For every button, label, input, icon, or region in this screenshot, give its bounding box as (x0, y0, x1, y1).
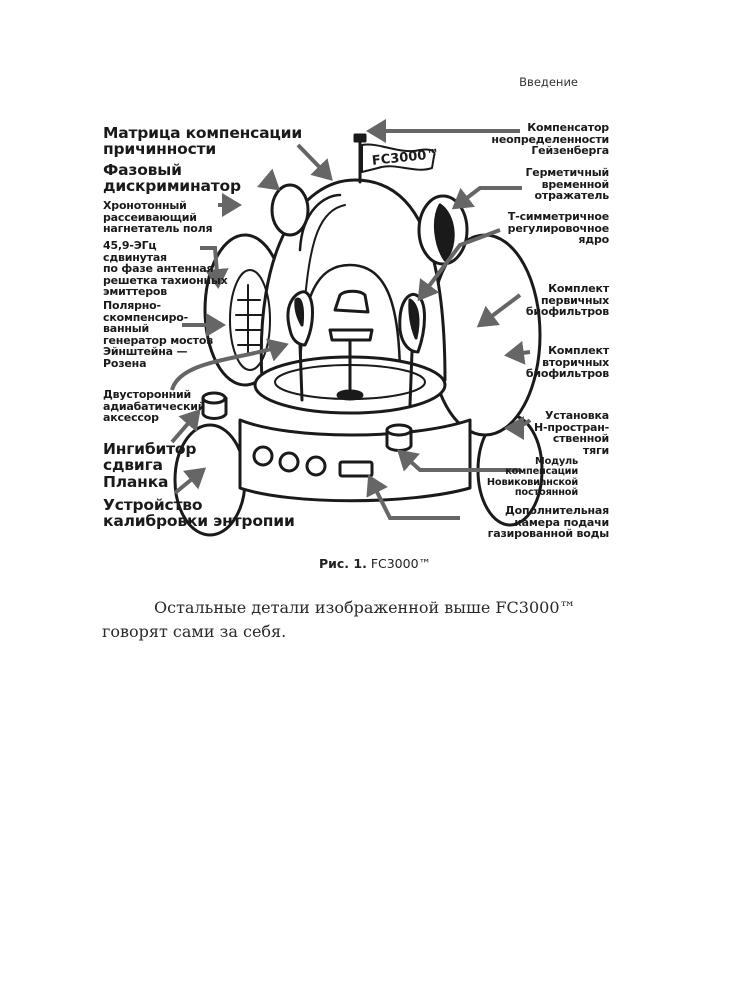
label-polar-generator: Полярно- скомпенсиро- ванный генератор м… (103, 299, 213, 370)
label-planck-inhibitor: Ингибитор сдвига Планка (103, 440, 197, 491)
arrow-secondary-biofilters (504, 340, 531, 365)
tachyon-antenna (229, 269, 271, 371)
figure-fc3000: FC3000™ Матрица компенсации причинности … (103, 119, 610, 541)
arrow-tachyon (200, 246, 229, 289)
flag-label: FC3000™ (371, 147, 440, 169)
label-heisenberg-compensator: Компенсатор неопределенности Гейзенберга (491, 121, 609, 158)
arrow-thrust (504, 415, 532, 440)
arrow-planck (170, 408, 201, 444)
caption-prefix: Рис. 1. (318, 556, 367, 571)
knob-1 (252, 445, 274, 467)
pilot-chair (333, 289, 370, 314)
knob-3 (305, 455, 327, 477)
body-paragraph: Остальные детали изображенной выше FC300… (102, 596, 622, 644)
arrow-phase-discriminator (257, 168, 281, 191)
arrow-soda (366, 474, 460, 520)
label-phase-discriminator: Фазовый дискриминатор (103, 161, 241, 196)
label-adiabatic-accessor: Двусторонний адиабатический аксессор (103, 388, 206, 425)
figure-caption: Рис. 1. FC3000™ (0, 556, 750, 571)
arrow-novikov (397, 449, 520, 472)
running-head: Введение (519, 75, 578, 89)
console (238, 418, 472, 503)
arrow-temporal-reflector (451, 186, 522, 210)
label-secondary-biofilters: Комплект вторичных биофильтров (525, 344, 609, 381)
left-dome-ear (270, 183, 310, 237)
caption-title: FC3000™ (370, 556, 432, 571)
arrow-primary-biofilters (476, 293, 522, 328)
arrow-causality-matrix (296, 143, 333, 181)
label-thrust-unit: Установка Н-простран- ственной тяги (534, 409, 609, 457)
arrow-t-core (417, 228, 501, 302)
label-causality-matrix: Матрица компенсации причинности (103, 124, 302, 159)
soda-slot (338, 460, 374, 478)
label-entropy-calibrator: Устройство калибровки энтропии (103, 496, 295, 531)
label-t-symmetric-core: Т-симметричное регулировочное ядро (507, 210, 610, 247)
label-novikov-module: Модуль компенсации Новиковианской постоя… (486, 456, 578, 498)
label-chronotonic-injector: Хронотонный рассеивающий нагнетатель пол… (103, 199, 213, 236)
knob-2 (278, 451, 300, 473)
label-tachyon-antenna: 45,9-ЭГц сдвинутая по фазе антенная реше… (103, 239, 228, 299)
arrow-entropy (173, 467, 207, 495)
label-primary-biofilters: Комплект первичных биофильтров (525, 282, 609, 319)
label-soda-chamber: Дополнительная камера подачи газированно… (487, 504, 610, 541)
arrow-adiabatic (170, 338, 289, 391)
fc3000-machine-illustration: FC3000™ (170, 119, 544, 537)
paragraph-text: Остальные детали изображенной выше FC300… (102, 598, 576, 641)
flag (361, 143, 436, 173)
label-temporal-reflector: Герметичный временной отражатель (525, 166, 610, 203)
